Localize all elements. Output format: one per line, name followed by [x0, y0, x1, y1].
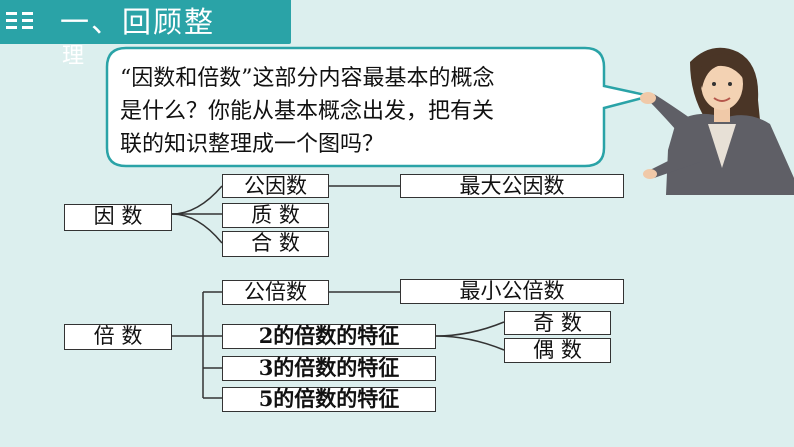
multiple-child-box: 公倍数: [222, 280, 329, 305]
even-number-box: 偶 数: [504, 338, 611, 363]
bubble-text: “因数和倍数”这部分内容最基本的概念 是什么？你能从基本概念出发，把有关 联的知…: [120, 62, 600, 161]
connector-line: [171, 185, 223, 215]
factor-extension-box: 最大公因数: [400, 174, 624, 198]
factor-root-box: 因 数: [64, 204, 172, 231]
section-title-wrap: 理: [62, 44, 85, 69]
multiple-root-box: 倍 数: [64, 324, 172, 350]
header-decoration-icon: [6, 12, 33, 29]
connector-line: [435, 321, 505, 337]
bubble-line: 联的知识整理成一个图吗？: [120, 132, 385, 157]
factor-child-box: 质 数: [222, 203, 329, 228]
bubble-line: “因数和倍数”这部分内容最基本的概念: [120, 66, 495, 91]
factor-child-box: 公因数: [222, 174, 329, 198]
multiple-extension-box: 最小公倍数: [400, 279, 624, 304]
section-header: [0, 0, 291, 44]
multiple-child-box: 2的倍数的特征: [222, 324, 436, 349]
section-title: 一、回顾整: [60, 5, 216, 39]
connector-line: [435, 335, 505, 351]
multiple-child-box: 3的倍数的特征: [222, 356, 436, 381]
odd-number-box: 奇 数: [504, 311, 611, 335]
bubble-line: 是什么？你能从基本概念出发，把有关: [120, 99, 495, 124]
multiple-child-box: 5的倍数的特征: [222, 387, 436, 412]
connector-line: [171, 213, 223, 244]
factor-child-box: 合 数: [222, 231, 329, 257]
